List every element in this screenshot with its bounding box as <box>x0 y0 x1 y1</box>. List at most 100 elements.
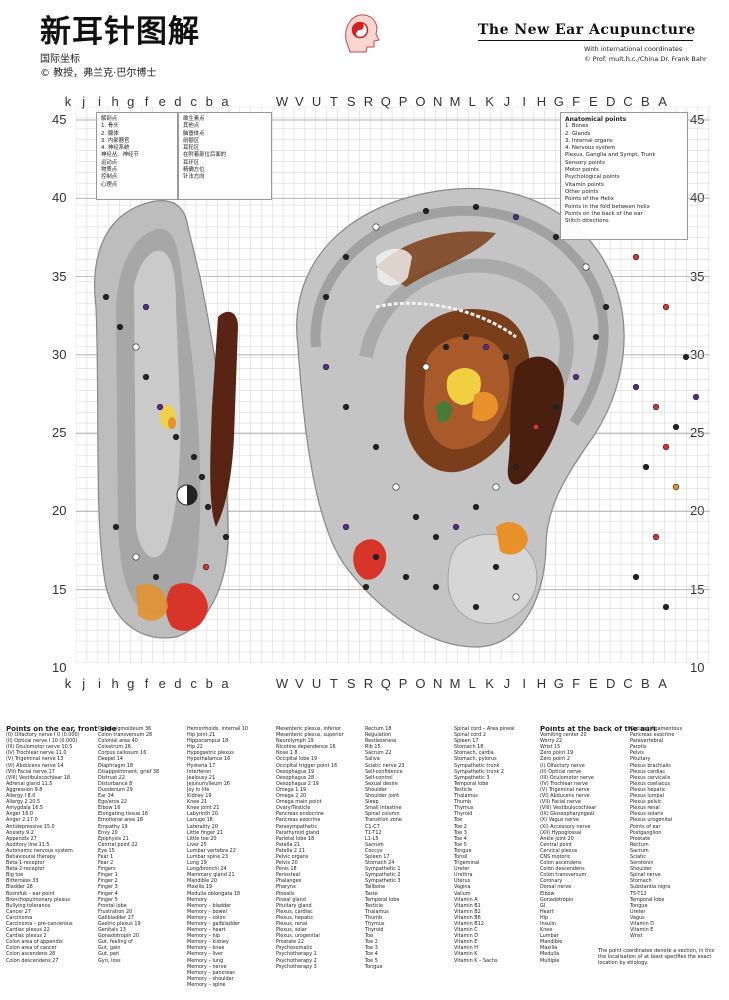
index-entry: Pharynx <box>276 884 296 891</box>
acupoint-marker <box>632 383 640 391</box>
index-entry: Thymus <box>365 921 385 927</box>
acupoint-marker <box>692 393 700 401</box>
acupoint-marker <box>492 483 500 491</box>
index-entry: Vagus <box>630 914 645 921</box>
acupoint-marker <box>452 523 460 531</box>
grid-row-20: 20 <box>52 503 67 519</box>
index-entry: Patella 2 21 <box>276 847 305 854</box>
index-entry: Bitterness 33 <box>6 878 39 885</box>
acupoint-marker <box>582 263 590 271</box>
acupoint-marker <box>322 293 330 301</box>
index-entry: Tongue <box>365 963 383 970</box>
index-entry: Sacrum 22 <box>365 750 392 757</box>
index-entry: Labyrinth 20 <box>187 811 218 818</box>
index-entry: Gonadotropin <box>540 896 574 903</box>
legend-line: Motor points <box>565 167 599 174</box>
front-points-title: Points on the ear, front side <box>6 726 117 733</box>
legend-line: 4. Nervous system <box>565 145 616 152</box>
acupoint-marker <box>482 343 490 351</box>
acupoint-marker <box>592 333 600 341</box>
index-entry: (VIII) Vestibulocochlear <box>540 805 597 812</box>
acupoint-marker <box>642 463 650 471</box>
index-entry: Mesenteric plexus, superior <box>276 732 344 739</box>
grid-letter-W: W <box>275 676 289 691</box>
acupoint-marker <box>682 353 690 361</box>
index-entry: Cardiac plexus 2 <box>6 933 47 940</box>
index-entry: Pinealis <box>276 890 295 897</box>
index-entry: Medulla oblongata 18 <box>187 890 241 897</box>
index-entry: Periosteal <box>276 872 300 879</box>
index-entry: Vomiting center 20 <box>540 732 587 739</box>
index-entry: Insulin <box>540 921 557 927</box>
legend-line: 控制点 <box>101 174 118 181</box>
index-entry: Plexus, urogenital <box>276 933 320 940</box>
grid-letter-S: S <box>346 676 356 691</box>
index-entry: Anxiety 9.2 <box>6 829 34 836</box>
acupoint-marker <box>472 603 480 611</box>
index-entry: Auditory line 11.5 <box>6 841 50 848</box>
index-entry: Zero point 2 <box>540 756 570 763</box>
index-entry: Memory – colon <box>187 914 226 921</box>
legend-line: 运动点 <box>101 159 118 166</box>
grid-letter-f: f <box>144 94 149 109</box>
index-entry: Finger 2 <box>98 878 118 885</box>
grid-letter-e: e <box>158 676 166 691</box>
index-entry: Shoulder joint <box>365 793 400 800</box>
legend-line: 维生素点 <box>183 116 205 122</box>
index-entry: Ureter <box>630 908 646 915</box>
index-entry: Cancer 27 <box>6 908 31 915</box>
grid-letter-U: U <box>311 94 322 109</box>
index-entry: Pancreas exocrine <box>276 817 321 824</box>
index-entry: Thalamus <box>454 793 478 800</box>
index-entry: Gut, gain <box>98 945 121 952</box>
index-entry: Memory – heart <box>187 927 226 934</box>
grid-letter-d: d <box>174 676 182 691</box>
acupoint-marker <box>492 563 500 571</box>
acupoint-marker <box>112 523 120 531</box>
index-entry: Toe <box>454 817 463 824</box>
acupoint-marker <box>222 533 230 541</box>
index-entry: Finger 4 <box>98 890 118 897</box>
acupoint-marker <box>402 573 410 581</box>
index-entry: Toe 4 <box>454 835 467 842</box>
index-entry: Multiple <box>540 957 560 964</box>
index-entry: Lung/bronchi 24 <box>187 866 227 873</box>
index-entry: Thymus <box>454 805 474 812</box>
grid-letter-R: R <box>363 676 374 691</box>
index-entry: Toe <box>365 933 374 940</box>
index-entry: Ear 34 <box>98 793 114 800</box>
index-entry: Vitamin B6 <box>454 914 481 921</box>
index-entry: T5-T12 <box>630 890 647 897</box>
index-entry: Temporal lobe <box>630 896 665 903</box>
grid-letter-b: b <box>205 94 213 109</box>
grid-letter-J: J <box>503 676 511 691</box>
front-ear-organs-green <box>436 401 452 423</box>
index-entry: Mandible <box>540 939 563 946</box>
index-entry: Sympathetic trunk <box>454 762 500 769</box>
grid-letter-B: B <box>640 94 650 109</box>
index-entry: Bronchopulmonary plexus <box>6 896 70 903</box>
index-entry: Anger 2 17.0 <box>6 817 38 824</box>
index-entry: Beta-2-receptor <box>6 866 45 873</box>
index-entry: Thalamus <box>365 908 389 915</box>
head-logo-icon <box>345 14 380 53</box>
index-entry: Colon descendens 27 <box>6 957 59 964</box>
grid-letter-k: k <box>64 94 72 109</box>
index-entry: Kidney 19 <box>187 793 212 800</box>
legend-line: Other points <box>565 188 599 195</box>
index-entry: Plexus, cardiac <box>276 908 313 915</box>
grid-letter-g: g <box>127 94 135 109</box>
index-entry: Lumbar spine 23 <box>187 853 229 860</box>
index-entry: Memory – spine <box>187 981 226 988</box>
index-entry: Colon area of appendix <box>6 939 63 946</box>
index-entry: Thumb <box>454 799 472 806</box>
acupoint-marker <box>432 583 440 591</box>
index-entry: Worry 22 <box>540 738 563 745</box>
index-entry: Sleep <box>365 799 379 806</box>
legend-line: Sensory points <box>565 159 605 166</box>
index-entry: Sciatic <box>630 853 647 860</box>
grid-letter-C: C <box>623 94 633 109</box>
index-entry: Frontal lobe <box>98 902 127 909</box>
